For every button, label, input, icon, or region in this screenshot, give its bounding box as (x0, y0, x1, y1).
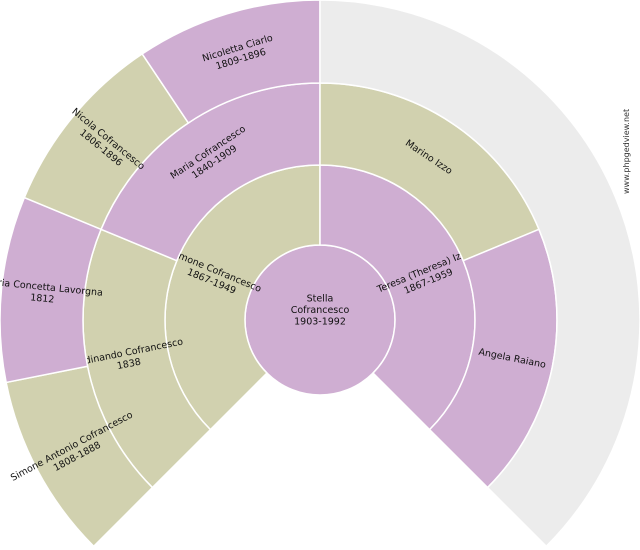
segment-ggm-2[interactable] (141, 0, 321, 124)
person-ggm-empty (319, 0, 640, 548)
watermark-text: www.phpgedview.net (622, 108, 631, 194)
person-ggm-2[interactable]: Nicoletta Ciarlo1809-1896 (141, 0, 321, 124)
label-line: 1812 (30, 292, 55, 305)
label-line: Stella (307, 294, 334, 305)
person-pat-grandfather[interactable]: Ferdinando Cofrancesco1838 (70, 228, 212, 489)
person-ggf-2[interactable]: Nicola Cofrancesco1806-1896 (23, 52, 190, 231)
label-line: Cofrancesco (291, 305, 350, 316)
segment-ggm-empty (319, 0, 640, 548)
label-line: 1838 (116, 357, 142, 373)
label-line: 1903-1992 (294, 317, 346, 328)
person-ggf-1[interactable]: Simone Antonio Cofrancesco1808-1888 (5, 365, 154, 548)
